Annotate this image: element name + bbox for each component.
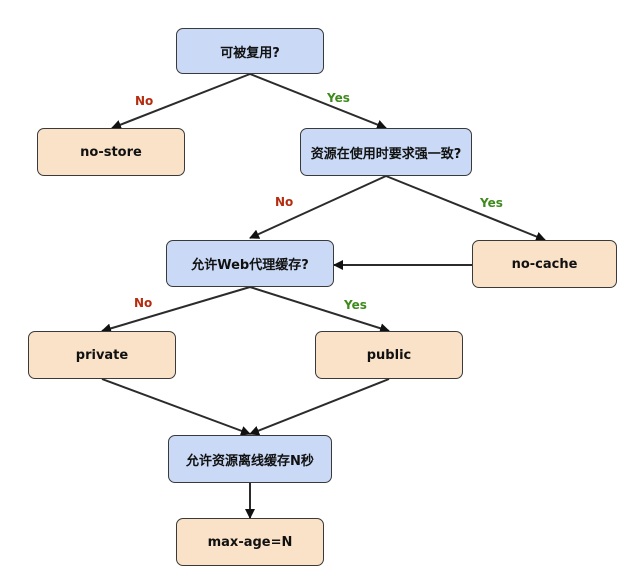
- node-private: private: [28, 331, 176, 379]
- node-revalidate-label: 资源在使用时要求强一致?: [310, 146, 462, 162]
- node-max-age-label: max-age=N: [207, 534, 293, 550]
- node-public: public: [315, 331, 463, 379]
- edge-reusable-to-revalidate: [249, 73, 387, 130]
- node-revalidate: 资源在使用时要求强一致?: [300, 128, 472, 176]
- edge-proxy-to-private: [101, 286, 251, 334]
- node-proxy-cache-label: 允许Web代理缓存?: [191, 258, 309, 273]
- edge-label-proxy-yes: Yes: [344, 298, 367, 312]
- edge-label-revalidate-no: No: [275, 195, 294, 209]
- node-proxy-cache: 允许Web代理缓存?: [166, 240, 334, 287]
- edge-label-reusable-yes: Yes: [327, 91, 350, 105]
- edge-label-proxy-no: No: [134, 296, 153, 310]
- node-no-cache-label: no-cache: [511, 256, 578, 272]
- edge-revalidate-to-no-cache: [385, 175, 546, 242]
- edge-label-revalidate-yes: Yes: [480, 196, 503, 210]
- edge-proxy-to-public: [249, 286, 390, 334]
- node-offline-cache-label: 允许资源离线缓存N秒: [186, 453, 314, 469]
- node-offline-cache: 允许资源离线缓存N秒: [168, 435, 332, 483]
- node-no-store: no-store: [37, 128, 185, 176]
- node-public-label: public: [366, 347, 412, 363]
- node-reusable-label: 可被复用?: [220, 45, 280, 61]
- node-no-cache: no-cache: [472, 240, 617, 288]
- node-reusable: 可被复用?: [176, 28, 324, 74]
- edge-private-to-offline: [101, 378, 251, 436]
- edge-revalidate-to-proxy: [249, 175, 387, 239]
- edge-reusable-to-no-store: [111, 73, 251, 130]
- edge-public-to-offline: [249, 378, 390, 436]
- node-no-store-label: no-store: [80, 144, 142, 160]
- edge-label-reusable-no: No: [135, 94, 154, 108]
- node-private-label: private: [75, 347, 129, 363]
- node-max-age: max-age=N: [176, 518, 324, 566]
